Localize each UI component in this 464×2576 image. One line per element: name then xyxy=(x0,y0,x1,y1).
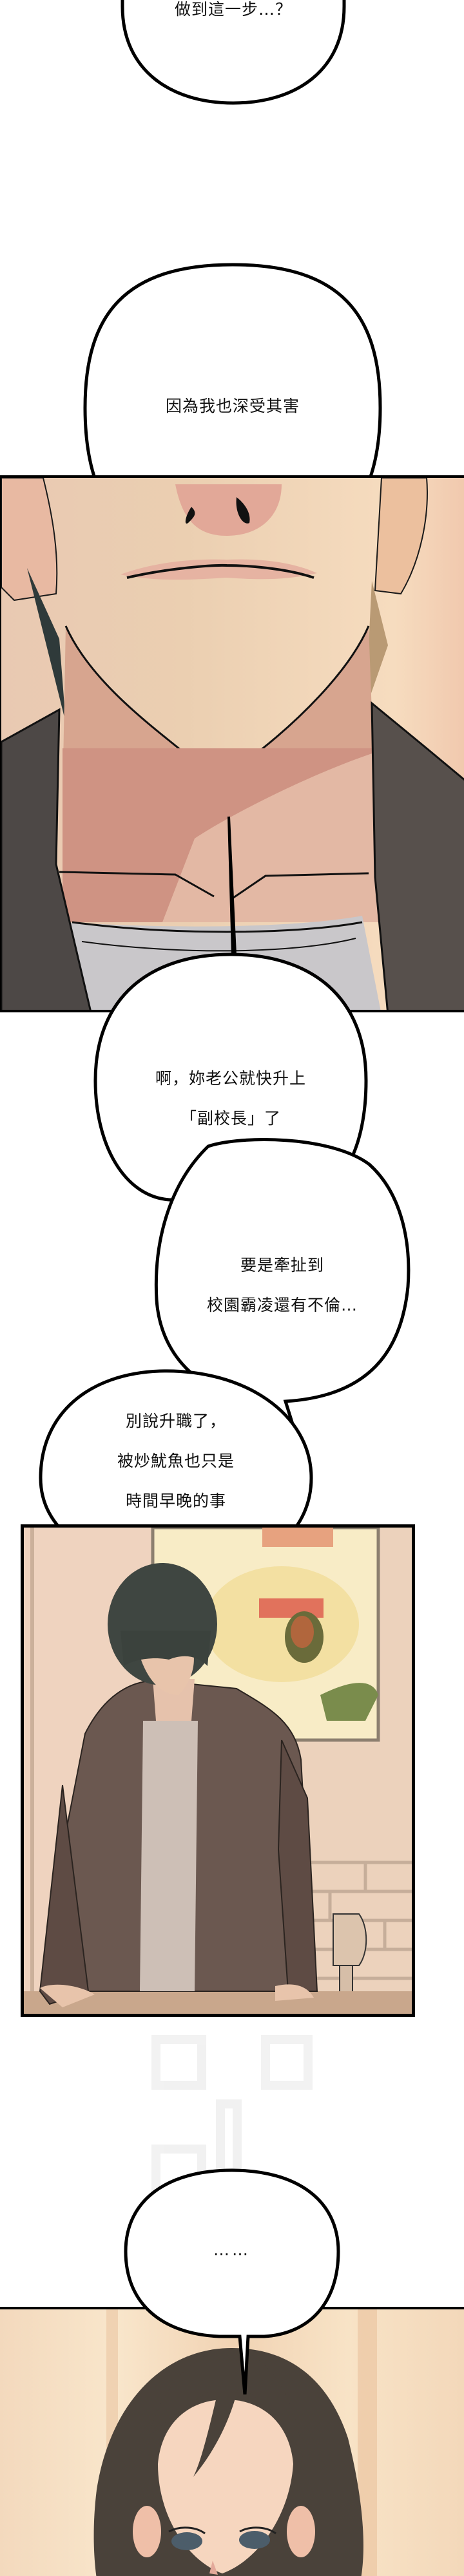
bubble-4-line-2: 校園霸凌還有不倫… xyxy=(206,1296,358,1314)
bubble-6-text: …… xyxy=(213,2240,251,2259)
bubble-5-text: 別說升職了， 被炒魷魚也只是 時間早晚的事 xyxy=(37,1391,314,1531)
speech-bubble-1: 做到這一步…？ xyxy=(120,0,347,106)
bubble-4-text: 要是牽扯到 校園霸凌還有不倫… xyxy=(150,1235,414,1335)
bubble-outline xyxy=(121,0,346,105)
speech-bubble-3: 啊，妳老公就快升上 「副校長」了 xyxy=(92,816,369,1209)
bubble-4-line-1: 要是牽扯到 xyxy=(240,1256,324,1274)
bubble-3-line-1: 啊，妳老公就快升上 xyxy=(155,1069,306,1088)
panel-1-art xyxy=(1,478,464,1010)
panel-3-art xyxy=(93,2309,377,2576)
panel-3-woman-face xyxy=(0,2307,464,2576)
bubble-outline xyxy=(124,2168,340,2395)
bubble-3-line-2: 「副校長」了 xyxy=(180,1109,281,1128)
bubble-3-text: 啊，妳老公就快升上 「副校長」了 xyxy=(92,1048,369,1148)
bubble-5-line-1: 別說升職了， xyxy=(125,1412,226,1430)
bubble-5-line-2: 被炒魷魚也只是 xyxy=(117,1452,235,1470)
bubble-5-line-3: 時間早晚的事 xyxy=(125,1492,226,1510)
speech-bubble-6: …… xyxy=(122,2168,342,2400)
speech-bubble-4: 要是牽扯到 校園霸凌還有不倫… xyxy=(137,1138,414,1426)
panel-2-art xyxy=(24,1528,412,2014)
bubble-1-text: 做到這一步…？ xyxy=(174,0,292,19)
panel-2-man-leaning xyxy=(21,1524,415,2017)
bubble-outline xyxy=(154,1138,411,1426)
bubble-2-text: 因為我也深受其害 xyxy=(165,397,300,415)
